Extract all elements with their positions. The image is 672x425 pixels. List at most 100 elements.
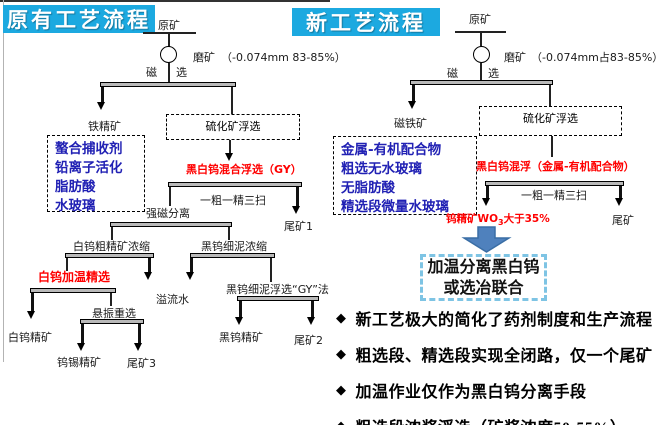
connector [111, 227, 113, 240]
old-tailings3-label: 尾矿3 [127, 357, 156, 370]
left-border-line [3, 0, 4, 362]
old-suspension-gravity-label: 悬振重选 [92, 307, 136, 320]
arrowhead [235, 317, 243, 325]
bullet-list: ◆ 新工艺极大的简化了药剂制度和生产流程 ◆ 粗选段、精选段实现全闭路，仅一个尾… [336, 306, 670, 425]
arrowhead [225, 153, 233, 161]
bullet-item: ◆ 新工艺极大的简化了药剂制度和生产流程 [336, 306, 670, 330]
new-mixed-flotation-label: 黑白钨混浮（金属-有机配合物） [476, 160, 635, 173]
arrowhead [144, 272, 152, 280]
connector [228, 227, 230, 240]
bullet-text: 加温作业仅作为黑白钨分离手段 [355, 384, 587, 401]
new-grinding-spec-label: （-0.074mm占83-85%） [531, 51, 664, 64]
connector [169, 187, 171, 206]
connector [31, 293, 34, 312]
connector [190, 258, 193, 273]
old-process-header: 原有工艺流程 [3, 5, 155, 33]
result-line1: 加温分离黑白钨 [427, 258, 540, 276]
new-grinding-label: 磨矿 [504, 51, 526, 64]
new-raw-ore-label: 原矿 [469, 13, 491, 26]
bullet-text: 新工艺极大的简化了药剂制度和生产流程 [355, 312, 653, 329]
old-grinding-spec-label: （-0.074mm 83-85%） [221, 51, 346, 64]
block-arrow-down-icon [461, 226, 512, 253]
bullet-item: ◆ 粗选段、精选段实现全闭路，仅一个尾矿 [336, 342, 670, 366]
diamond-bullet-icon: ◆ [336, 418, 347, 425]
connector [148, 258, 151, 273]
new-concentrate-prefix: 钨精矿WO [446, 213, 499, 225]
bullet-text: 粗选段、精选段实现全闭路，仅一个尾矿 [355, 348, 653, 365]
connector [110, 293, 112, 306]
new-reagent-line: 精选段微量水玻璃 [341, 199, 449, 215]
old-wolframite-flotation-label: 黑钨细泥浮选“GY”法 [226, 283, 329, 296]
connector [231, 87, 233, 114]
old-magnetic-separator-bar [100, 82, 236, 87]
new-sulfide-flotation-label: 硫化矿浮选 [523, 112, 578, 125]
diamond-bullet-icon: ◆ [336, 346, 347, 361]
connector [311, 301, 314, 318]
new-concentrate-label: 钨精矿WO3大于35% [446, 213, 550, 229]
connector [486, 186, 489, 199]
arrowhead [482, 198, 490, 206]
old-magnetic-label-left: 磁 [146, 66, 157, 79]
old-scheelite-concentrate-label: 白钨精矿 [8, 331, 52, 344]
old-strong-magnetic-bar [110, 222, 232, 227]
old-magnetic-label-right: 选 [176, 66, 187, 79]
connector [66, 258, 68, 271]
arrowhead [292, 206, 300, 214]
old-tailings1-label: 尾矿1 [284, 220, 313, 233]
old-wolframite-flotation-bar [237, 296, 319, 301]
new-magnetite-label: 磁铁矿 [394, 117, 427, 130]
old-wolframite-thickening-label: 黑钨细泥浓缩 [201, 240, 267, 253]
old-reagent-box: 螯合捕收剂 铅离子活化 脂肪酸 水玻璃 [47, 135, 145, 214]
old-sulfide-flotation-label: 硫化矿浮选 [205, 120, 261, 133]
arrowhead [186, 272, 194, 280]
old-scheelite-thickening-bar [65, 253, 154, 258]
old-wolframite-thickening-bar [190, 253, 275, 258]
old-tungsten-tin-label: 钨锡精矿 [57, 356, 101, 369]
bullet-item: ◆ 粗选段浓浆浮选（矿浆浓度50-55%） [336, 414, 670, 425]
arrowhead [97, 102, 105, 110]
arrowhead [307, 317, 315, 325]
old-reagent-line: 螯合捕收剂 [55, 141, 123, 157]
connector [168, 63, 170, 83]
connector [551, 136, 553, 157]
old-scheelite-thickening-label: 白钨粗精矿浓缩 [73, 240, 150, 253]
arrowhead [134, 343, 142, 351]
old-flotation-bar [168, 182, 302, 187]
connector [229, 140, 231, 154]
new-reagent-line: 金属-有机配合物 [341, 142, 442, 158]
connector [168, 32, 170, 47]
old-tailings2-label: 尾矿2 [294, 334, 323, 347]
new-magnetic-label-left: 磁 [447, 67, 458, 80]
result-box: 加温分离黑白钨 或选冶联合 [420, 254, 547, 301]
connector [549, 85, 551, 106]
connector [480, 63, 482, 82]
new-reagent-box: 金属-有机配合物 粗选无水玻璃 无脂肪酸 精选段微量水玻璃 [333, 136, 477, 215]
old-grinding-mill-circle [160, 46, 177, 63]
connector [270, 258, 272, 282]
old-stages-label: 一粗一精三扫 [200, 194, 266, 207]
top-border-line [0, 0, 330, 2]
new-concentrate-suffix: 大于35% [503, 213, 550, 225]
old-iron-concentrate-label: 铁精矿 [88, 120, 121, 133]
connector [239, 301, 242, 318]
new-reagent-line: 无脂肪酸 [341, 180, 395, 196]
bullet-text: 粗选段浓浆浮选（矿浆浓度50-55%） [356, 414, 627, 425]
new-tailings-label: 尾矿 [612, 214, 634, 227]
connector [619, 186, 622, 199]
new-magnetic-label-right: 选 [488, 67, 499, 80]
new-stages-label: 一粗一精三扫 [521, 189, 587, 202]
new-grinding-mill-circle [473, 46, 490, 63]
connector [412, 85, 415, 102]
old-scheelite-heating-label: 白钨加温精选 [38, 270, 111, 284]
new-concentrate-subscript: 3 [498, 218, 504, 228]
new-magnetic-separator-bar [410, 80, 553, 85]
arrowhead [27, 311, 35, 319]
old-sulfide-flotation-box: 硫化矿浮选 [166, 114, 300, 140]
new-sulfide-flotation-box: 硫化矿浮选 [479, 106, 622, 136]
old-reagent-line: 脂肪酸 [55, 179, 96, 195]
old-scheelite-heating-bar [30, 288, 116, 293]
connector [101, 87, 104, 103]
old-overflow-water-label: 溢流水 [156, 293, 189, 306]
arrowhead [77, 343, 85, 351]
connector [143, 32, 196, 34]
